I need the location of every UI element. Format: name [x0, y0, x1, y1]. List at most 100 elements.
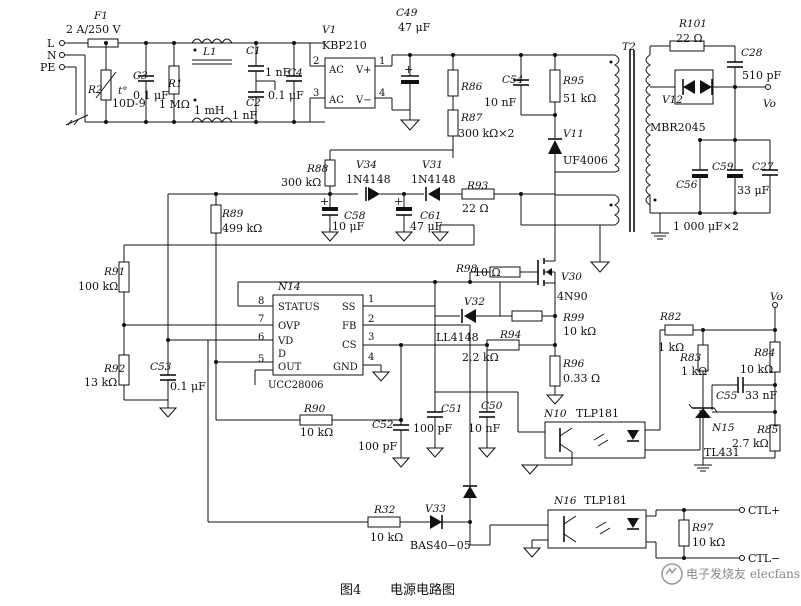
svg-text:R86: R86 — [460, 81, 483, 93]
svg-text:V1: V1 — [322, 24, 336, 36]
svg-text:R101: R101 — [678, 18, 707, 30]
ground-symbol — [371, 365, 391, 382]
svg-text:5: 5 — [258, 354, 264, 365]
transformer-t2: T2 — [609, 41, 657, 232]
svg-text:R99: R99 — [562, 312, 585, 324]
diode-v12: V12 MBR2045 — [650, 69, 714, 134]
svg-text:100 kΩ: 100 kΩ — [78, 280, 118, 293]
svg-text:MBR2045: MBR2045 — [650, 121, 706, 134]
svg-text:AC: AC — [328, 65, 344, 76]
svg-text:R96: R96 — [562, 358, 585, 370]
resistor-r99: R99 10 kΩ — [500, 310, 596, 338]
resistor-r97: R97 10 kΩ — [678, 510, 725, 558]
svg-text:10 kΩ: 10 kΩ — [563, 325, 596, 338]
svg-text:V31: V31 — [422, 159, 443, 171]
svg-text:13 kΩ: 13 kΩ — [84, 376, 117, 389]
svg-text:1 nF: 1 nF — [265, 66, 291, 79]
watermark-logo: 电子发烧友 elecfans.com — [661, 563, 801, 585]
resistor-r86: R86 — [447, 55, 483, 97]
svg-text:V30: V30 — [561, 271, 582, 283]
capacitor-c50: C50 10 nF — [468, 345, 503, 448]
svg-text:R93: R93 — [466, 180, 489, 192]
varistor-r2: R2 t° 10D-9 — [87, 43, 146, 122]
svg-text:R89: R89 — [221, 208, 244, 220]
mosfet-v30: V30 4N90 — [537, 258, 588, 303]
svg-text:510 pF: 510 pF — [742, 69, 782, 82]
diode-v33: V33 BAS40−05 — [410, 478, 477, 552]
diode-v34: V34 1N4148 — [346, 159, 391, 201]
svg-text:N14: N14 — [277, 281, 301, 293]
capacitor-c3: C3 0.1 μF — [133, 43, 169, 122]
svg-text:V33: V33 — [425, 503, 446, 515]
svg-text:GND: GND — [333, 362, 358, 373]
svg-text:2: 2 — [368, 314, 374, 325]
svg-text:1 nF: 1 nF — [232, 109, 258, 122]
svg-text:C49: C49 — [396, 7, 418, 19]
figure-number: 图4 — [340, 583, 361, 598]
svg-text:+: + — [394, 195, 403, 208]
svg-text:+: + — [320, 195, 329, 208]
bridge-rectifier-v1: V1 KBP210 AC AC V+ V− 2 3 1 4 — [309, 24, 385, 122]
svg-text:V34: V34 — [356, 159, 377, 171]
svg-text:22 Ω: 22 Ω — [462, 202, 489, 215]
ctl-minus-terminal: CTL− — [748, 552, 780, 565]
svg-text:VD: VD — [277, 336, 293, 347]
svg-text:1 kΩ: 1 kΩ — [681, 365, 707, 378]
svg-text:3: 3 — [313, 88, 319, 99]
svg-text:C1: C1 — [246, 45, 261, 57]
svg-text:R83: R83 — [679, 352, 702, 364]
resistor-r89: R89 499 kΩ — [210, 194, 262, 420]
svg-text:t°: t° — [118, 85, 127, 97]
ground-symbol — [651, 213, 669, 240]
svg-text:+: + — [404, 63, 413, 76]
svg-text:C61: C61 — [420, 210, 441, 222]
svg-text:FB: FB — [342, 321, 356, 332]
capacitor-c59: C59 — [712, 140, 743, 213]
svg-text:47 μF: 47 μF — [410, 220, 443, 233]
svg-text:1 mH: 1 mH — [194, 104, 225, 117]
diode-v32: V32 LL4148 — [435, 296, 500, 344]
svg-text:1N4148: 1N4148 — [411, 173, 456, 186]
svg-text:C56: C56 — [676, 179, 698, 191]
ground-symbol — [320, 231, 340, 242]
svg-text:10 Ω: 10 Ω — [474, 266, 501, 279]
resistor-r95: R95 51 kΩ — [549, 55, 596, 115]
svg-text:33 nF: 33 nF — [745, 389, 778, 402]
svg-text:C58: C58 — [344, 210, 366, 222]
ground-symbol — [391, 457, 411, 468]
svg-text:TLP181: TLP181 — [576, 407, 619, 420]
resistor-r90: R90 10 kΩ — [299, 403, 401, 439]
ground-symbol — [477, 447, 497, 458]
svg-text:10 kΩ: 10 kΩ — [692, 536, 725, 549]
svg-text:10 kΩ: 10 kΩ — [300, 426, 333, 439]
capacitor-c52: C52 100 pF — [358, 415, 409, 458]
svg-text:KBP210: KBP210 — [322, 39, 367, 52]
svg-text:R2: R2 — [87, 84, 103, 96]
optocoupler-n16: N16 TLP181 — [547, 494, 647, 549]
svg-text:4N90: 4N90 — [557, 290, 588, 303]
svg-text:R92: R92 — [103, 363, 126, 375]
svg-text:OVP: OVP — [278, 321, 300, 332]
svg-text:V−: V− — [355, 95, 372, 106]
ground-symbol — [694, 458, 712, 472]
controller-ic-n14: N14 UCC28006 STATUS OVP VD D OUT SS FB C… — [258, 281, 374, 391]
svg-text:10 nF: 10 nF — [468, 422, 501, 435]
svg-text:C50: C50 — [481, 400, 503, 412]
svg-text:C27: C27 — [752, 161, 774, 173]
svg-text:LL4148: LL4148 — [436, 331, 479, 344]
fuse-f1: F1 2 A/250 V — [65, 10, 325, 48]
svg-text:8: 8 — [258, 296, 264, 307]
svg-text:100 pF: 100 pF — [413, 422, 453, 435]
diode-v31: V31 1N4148 — [411, 159, 456, 201]
resistor-r84: R84 10 kΩ — [740, 308, 781, 420]
resistor-r92: R92 13 kΩ — [84, 325, 130, 400]
ctl-plus-terminal: CTL+ — [748, 504, 780, 517]
svg-text:T2: T2 — [622, 41, 636, 53]
svg-text:1N4148: 1N4148 — [346, 173, 391, 186]
svg-text:0.1 μF: 0.1 μF — [133, 89, 169, 102]
svg-text:R84: R84 — [753, 347, 775, 359]
svg-text:AC: AC — [328, 95, 344, 106]
svg-text:1: 1 — [368, 294, 374, 305]
svg-text:C3: C3 — [133, 70, 148, 82]
